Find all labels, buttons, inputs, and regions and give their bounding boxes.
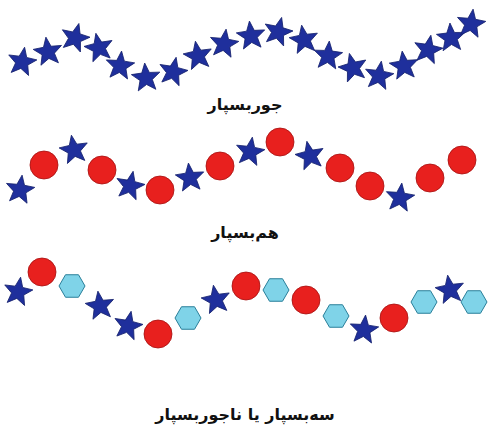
chain-label: هم‌بسپار — [211, 223, 279, 242]
copolymer-chain — [4, 128, 476, 212]
chain-label: سه‌بسپار یا ناجوربسپار — [155, 405, 334, 424]
homopolymer-chain — [6, 7, 487, 91]
terpolymer-chain — [2, 258, 487, 348]
chain-label: جوربسپار — [208, 95, 283, 114]
